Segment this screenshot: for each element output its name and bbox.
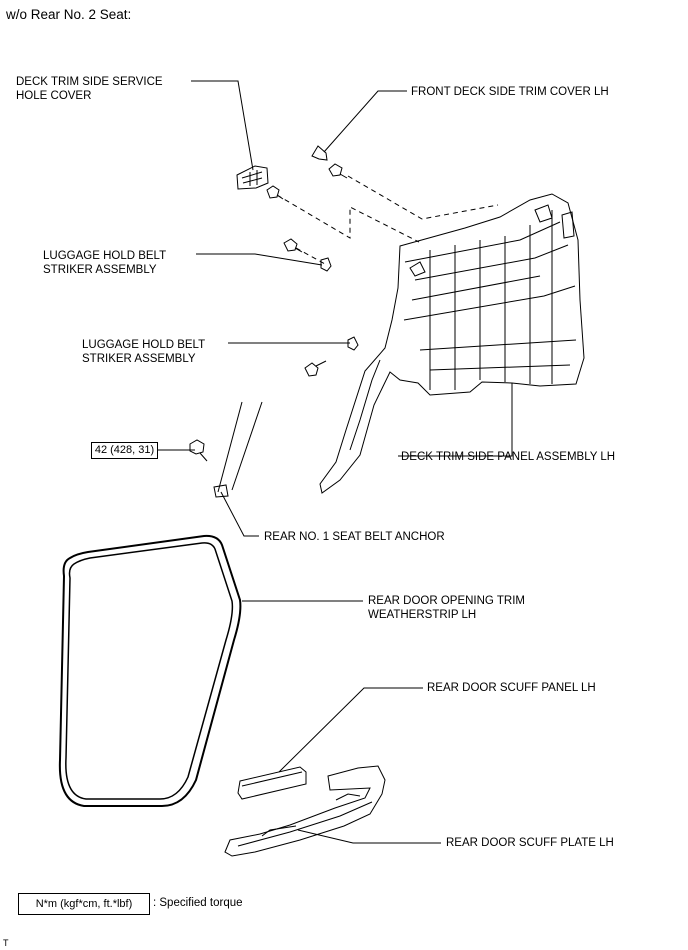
label-deck-trim-service-hole-cover-line1: DECK TRIM SIDE SERVICE [16, 76, 163, 88]
label-luggage-hold-belt-striker-lower-line1: LUGGAGE HOLD BELT [82, 339, 206, 351]
leader-rear-door-scuff-plate [297, 829, 441, 844]
legend-description: : Specified torque [153, 897, 243, 909]
label-rear-seat-belt-anchor: REAR NO. 1 SEAT BELT ANCHOR [264, 531, 445, 543]
label-rear-door-weatherstrip-line1: REAR DOOR OPENING TRIM [368, 595, 525, 607]
deck-trim-side-panel-assembly [319, 193, 585, 494]
leader-front-deck-side-trim-cover [323, 90, 407, 153]
label-luggage-hold-belt-striker-upper-line2: STRIKER ASSEMBLY [43, 264, 157, 276]
label-rear-door-scuff-plate: REAR DOOR SCUFF PLATE LH [446, 837, 614, 849]
clip-service-hole-cover [266, 185, 284, 200]
leader-rear-seat-belt-anchor [220, 491, 259, 537]
label-rear-door-scuff-panel: REAR DOOR SCUFF PANEL LH [427, 682, 596, 694]
figure-mark: T [3, 938, 9, 948]
rear-door-scuff-plate [224, 765, 386, 857]
screw-upper-striker [283, 238, 303, 253]
leader-luggage-hold-belt-striker-upper [196, 253, 323, 266]
rear-seat-belt [217, 401, 263, 493]
leader-deck-trim-side-panel [398, 383, 513, 457]
label-deck-trim-service-hole-cover-line2: HOLE COVER [16, 90, 92, 102]
screw-lower-striker [304, 360, 327, 377]
label-rear-door-weatherstrip-line2: WEATHERSTRIP LH [368, 609, 477, 621]
legend-torque-units-box: N*m (kgf*cm, ft.*lbf) [18, 893, 150, 915]
rear-door-scuff-panel [237, 766, 307, 800]
front-deck-side-trim-cover [311, 145, 328, 161]
deck-trim-side-service-hole-cover [236, 165, 269, 190]
assembly-dashed-lines [276, 175, 499, 265]
torque-value-box: 42 (428, 31) [91, 442, 158, 459]
label-deck-trim-side-panel: DECK TRIM SIDE PANEL ASSEMBLY LH [401, 451, 616, 463]
rear-seat-belt-anchor [213, 484, 229, 498]
diagram-title: w/o Rear No. 2 Seat: [6, 7, 132, 22]
label-front-deck-side-trim-cover: FRONT DECK SIDE TRIM COVER LH [411, 86, 609, 98]
label-luggage-hold-belt-striker-lower-line2: STRIKER ASSEMBLY [82, 353, 196, 365]
label-luggage-hold-belt-striker-upper-line1: LUGGAGE HOLD BELT [43, 250, 167, 262]
rear-door-opening-trim-weatherstrip [58, 534, 242, 807]
luggage-hold-belt-striker-lower [347, 336, 359, 351]
leader-rear-door-scuff-panel [278, 687, 423, 773]
luggage-hold-belt-striker-upper [320, 257, 332, 272]
clip-front-deck-side-trim-cover [328, 163, 348, 179]
leader-deck-trim-service-hole-cover [191, 80, 254, 171]
seat-belt-anchor-bolt [189, 439, 208, 462]
